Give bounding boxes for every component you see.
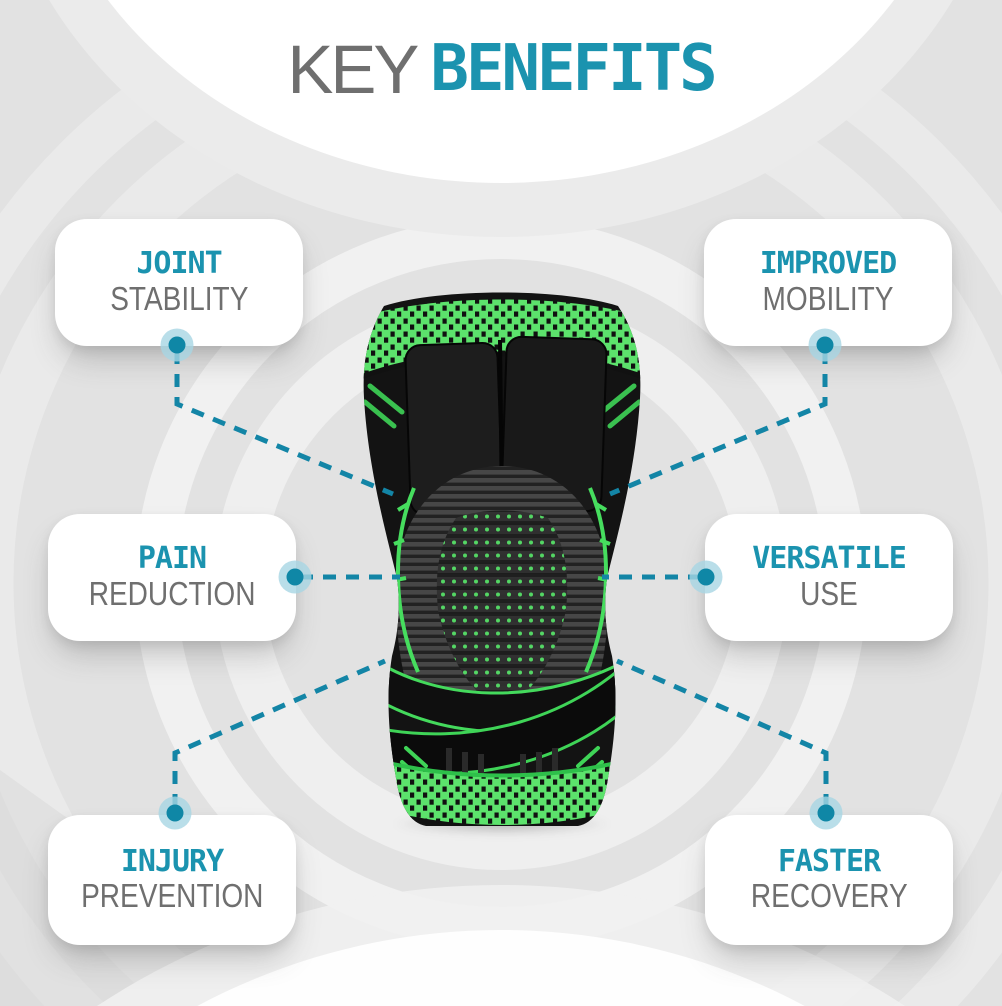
benefit-card-joint-stability: JOINT STABILITY bbox=[55, 219, 303, 346]
benefit-subtitle: RECOVERY bbox=[750, 877, 908, 915]
benefit-subtitle: PREVENTION bbox=[80, 877, 264, 915]
benefit-subtitle: USE bbox=[800, 574, 858, 612]
benefit-title: FASTER bbox=[777, 843, 881, 879]
benefit-title: INJURY bbox=[120, 843, 224, 879]
cross-straps bbox=[363, 644, 641, 776]
benefit-title: JOINT bbox=[136, 246, 222, 282]
benefit-title: PAIN bbox=[137, 541, 207, 577]
benefit-card-versatile-use: VERSATILE USE bbox=[705, 514, 953, 641]
benefit-subtitle: REDUCTION bbox=[88, 574, 256, 612]
bottom-checker-band bbox=[384, 762, 620, 826]
benefit-card-pain-reduction: PAIN REDUCTION bbox=[48, 514, 296, 641]
title-benefits: BENEFITS bbox=[430, 32, 717, 106]
benefit-card-injury-prevention: INJURY PREVENTION bbox=[48, 815, 296, 945]
title-ellipse bbox=[108, 0, 894, 183]
kneecap-patch bbox=[436, 510, 568, 698]
benefit-subtitle: MOBILITY bbox=[762, 279, 894, 317]
knee-sleeve-product-image bbox=[363, 292, 641, 826]
title-key: KEY bbox=[287, 30, 419, 108]
benefit-subtitle: STABILITY bbox=[109, 279, 249, 317]
page-title: KEY BENEFITS bbox=[0, 24, 1002, 114]
benefit-title: IMPROVED bbox=[759, 246, 897, 282]
benefit-card-improved-mobility: IMPROVED MOBILITY bbox=[704, 219, 952, 346]
benefit-card-faster-recovery: FASTER RECOVERY bbox=[705, 815, 953, 945]
benefit-title: VERSATILE bbox=[752, 541, 907, 577]
